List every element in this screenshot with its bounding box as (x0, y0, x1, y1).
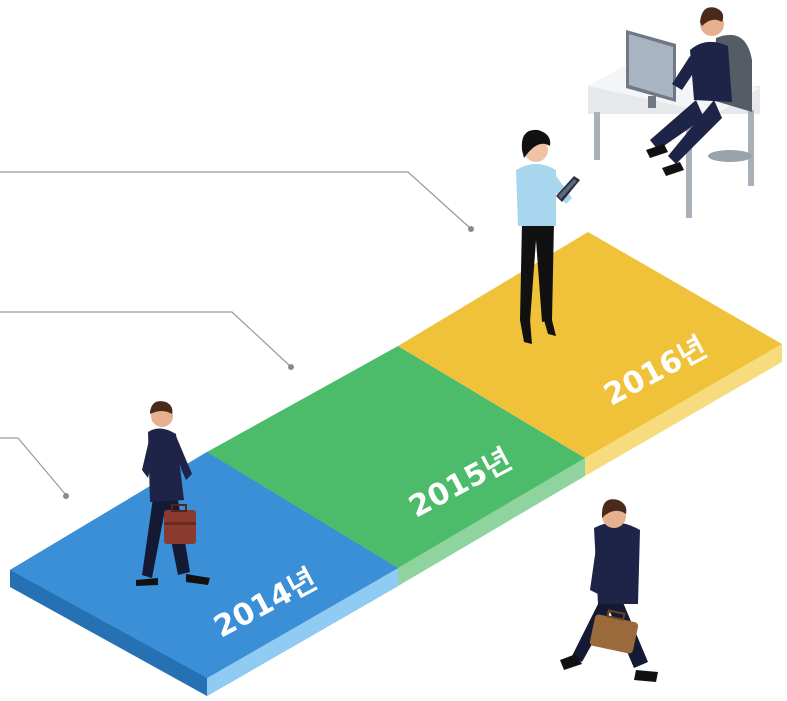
businesswoman-tablet-icon (516, 129, 580, 344)
businessman-walking-away-icon (560, 499, 658, 682)
callout-dot-2014 (63, 493, 69, 499)
man-at-computer-desk-icon (588, 7, 760, 218)
slab-2014 (10, 452, 398, 696)
slab-2015 (207, 346, 585, 586)
callout-dot-2016 (468, 226, 474, 232)
businessman-walking-briefcase-icon (136, 401, 210, 586)
callout-lines (0, 171, 471, 496)
slab-2016 (398, 232, 782, 476)
callout-dot-2015 (288, 364, 294, 370)
callout-line-2016 (0, 171, 471, 229)
callout-line-2015 (0, 311, 291, 367)
callout-line-2014 (0, 437, 67, 496)
